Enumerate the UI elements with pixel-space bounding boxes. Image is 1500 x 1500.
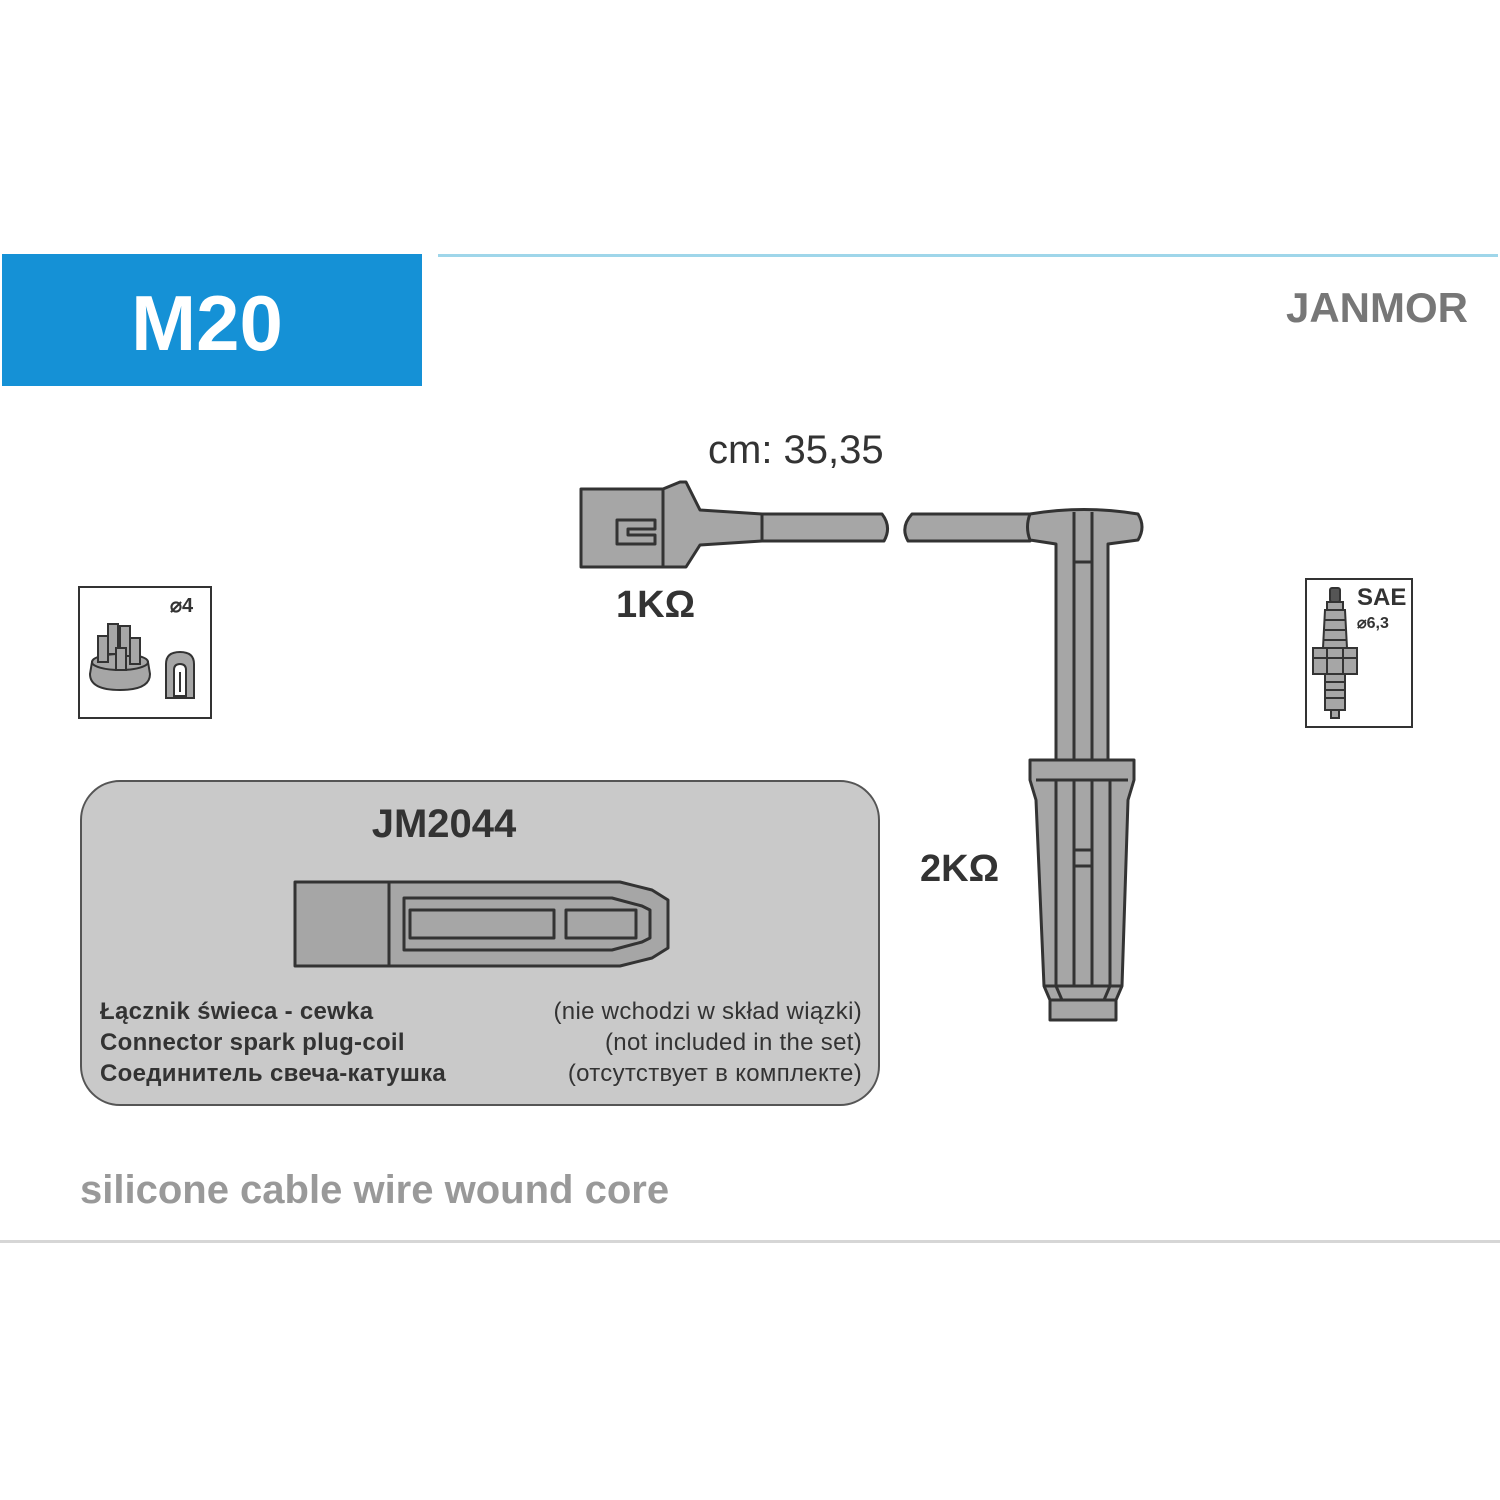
model-code: M20	[131, 278, 283, 367]
connector-desc-ru-note: (отсутствует в комплекте)	[567, 1060, 862, 1087]
plug-end-resistance: 2KΩ	[920, 848, 1000, 890]
connector-desc-pl-note: (nie wchodzi w skład wiązki)	[553, 998, 862, 1025]
connector-description-pl: Łącznik świeca - cewka (nie wchodzi w sk…	[100, 998, 862, 1026]
header-rule	[438, 254, 1498, 257]
connector-part-number: JM2044	[371, 802, 517, 846]
connector-info-panel: JM2044 Łącznik świeca - cewka (nie wchod…	[80, 780, 880, 1106]
connector-desc-en-main: Connector spark plug-coil	[100, 1029, 405, 1056]
spark-plug-diameter: ⌀6,3	[1357, 615, 1389, 632]
connector-desc-en-note: (not included in the set)	[605, 1029, 862, 1056]
connector-desc-ru-main: Соединитель свеча-катушка	[100, 1060, 447, 1087]
connector-desc-pl-main: Łącznik świeca - cewka	[100, 998, 374, 1025]
connector-description-ru: Соединитель свеча-катушка (отсутствует в…	[100, 1060, 862, 1088]
spark-plug-icon: SAE ⌀6,3	[1305, 578, 1413, 728]
footer-rule	[0, 1240, 1500, 1243]
cable-material-note: silicone cable wire wound core	[80, 1168, 670, 1212]
connector-drawing	[293, 880, 670, 968]
cable-segment-left	[760, 512, 889, 543]
spark-plug-standard: SAE	[1357, 584, 1406, 611]
plug-boot-lower	[1028, 758, 1136, 1022]
coil-connector-collar	[661, 480, 764, 569]
plug-boot-head	[1026, 508, 1144, 762]
cable-segment-right	[903, 512, 1032, 543]
model-code-box: M20	[2, 254, 422, 386]
coil-end-resistance: 1KΩ	[616, 584, 696, 626]
connector-description-en: Connector spark plug-coil (not included …	[100, 1029, 862, 1057]
distributor-cap-icon: ⌀4	[78, 586, 212, 719]
distributor-diameter: ⌀4	[170, 595, 194, 617]
coil-connector-slot	[615, 518, 657, 546]
brand-name: JANMOR	[1285, 284, 1468, 331]
cable-length-label: cm: 35,35	[708, 428, 884, 472]
